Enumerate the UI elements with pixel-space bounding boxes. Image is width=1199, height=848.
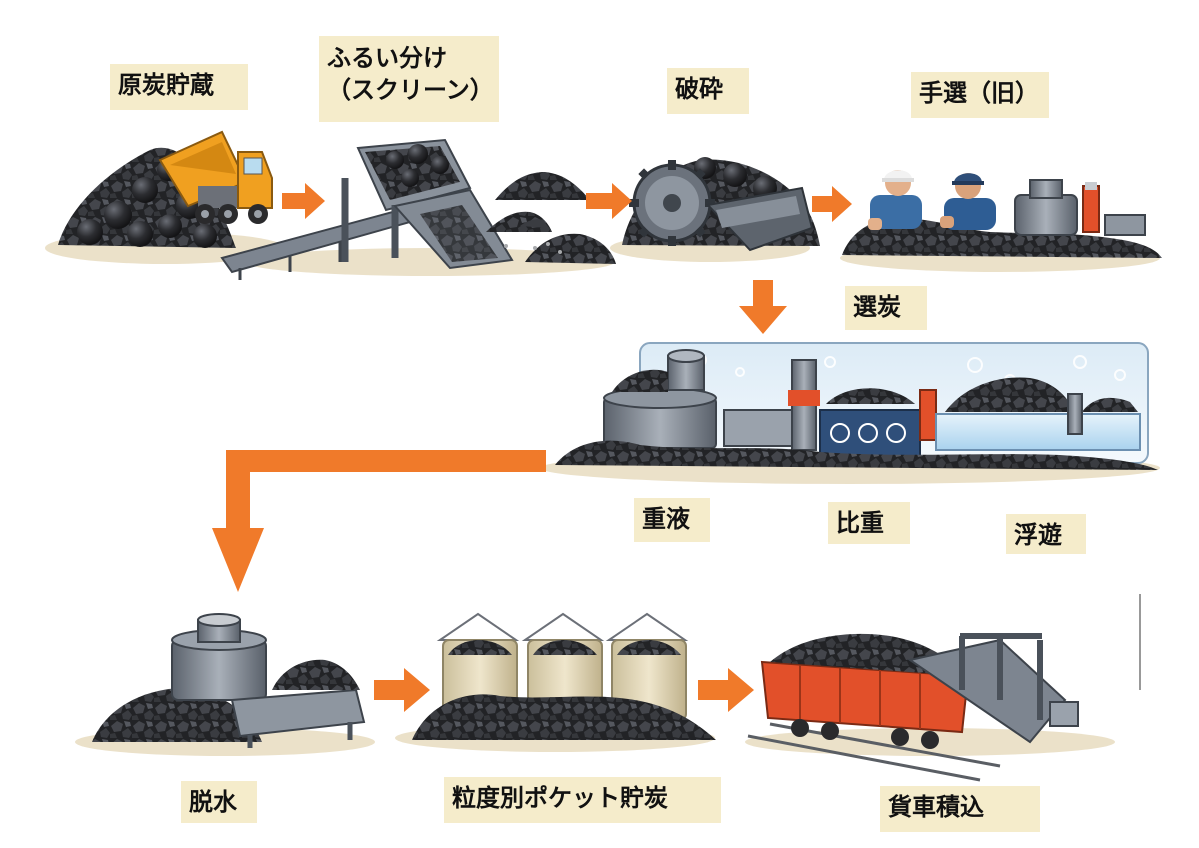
label-flotation: 浮遊 xyxy=(1006,514,1086,554)
dump-truck-icon xyxy=(158,130,273,224)
preparation-plant-illustration xyxy=(555,342,1158,470)
loading-conveyor-icon xyxy=(907,633,1079,744)
wagon-loading-illustration xyxy=(747,594,1141,782)
label-wagon-loading: 貨車積込 xyxy=(880,786,1040,832)
label-pocket-storage: 粒度別ポケット貯炭 xyxy=(444,777,721,823)
arrow-crushing-to-handpicking xyxy=(812,186,852,222)
pocket-storage-illustration xyxy=(412,612,716,740)
label-coal-preparation: 選炭 xyxy=(845,286,927,330)
label-gravity: 比重 xyxy=(828,502,910,544)
arrow-dewatering-to-storage xyxy=(374,668,430,712)
separator-drum-icon xyxy=(1014,179,1146,236)
flow-arrows xyxy=(212,183,852,712)
dewatering-illustration xyxy=(92,613,366,748)
label-screening: ふるい分け （スクリーン） xyxy=(319,36,499,122)
label-hand-picking: 手選（旧） xyxy=(911,72,1049,118)
label-screening-line2: （スクリーン） xyxy=(327,76,494,104)
arrow-storage-to-screening xyxy=(282,183,325,219)
label-screening-line1: ふるい分け xyxy=(327,44,447,72)
gravity-separator-icon xyxy=(723,359,937,457)
arrow-preparation-to-dewatering xyxy=(212,450,546,592)
centrifuge-icon xyxy=(171,613,267,701)
crusher-illustration xyxy=(622,157,820,252)
worker-left-icon xyxy=(868,170,922,230)
crusher-wheel-icon xyxy=(629,160,715,246)
arrow-screening-to-crushing xyxy=(586,183,632,219)
heavy-liquid-tank-icon xyxy=(603,349,717,449)
screening-machine-illustration xyxy=(220,138,514,280)
freight-wagon-icon xyxy=(760,633,970,749)
arrow-handpicking-to-preparation xyxy=(739,280,787,334)
label-heavy-liquid: 重液 xyxy=(634,498,710,542)
label-raw-storage: 原炭貯蔵 xyxy=(110,64,248,110)
label-crushing: 破砕 xyxy=(667,68,749,114)
screened-coal-piles xyxy=(486,172,616,264)
label-dewatering: 脱水 xyxy=(181,781,257,823)
hand-picking-illustration xyxy=(842,170,1162,258)
arrow-storage-to-loading xyxy=(698,668,754,712)
flotation-cell-icon xyxy=(935,377,1141,451)
worker-right-icon xyxy=(940,173,996,230)
